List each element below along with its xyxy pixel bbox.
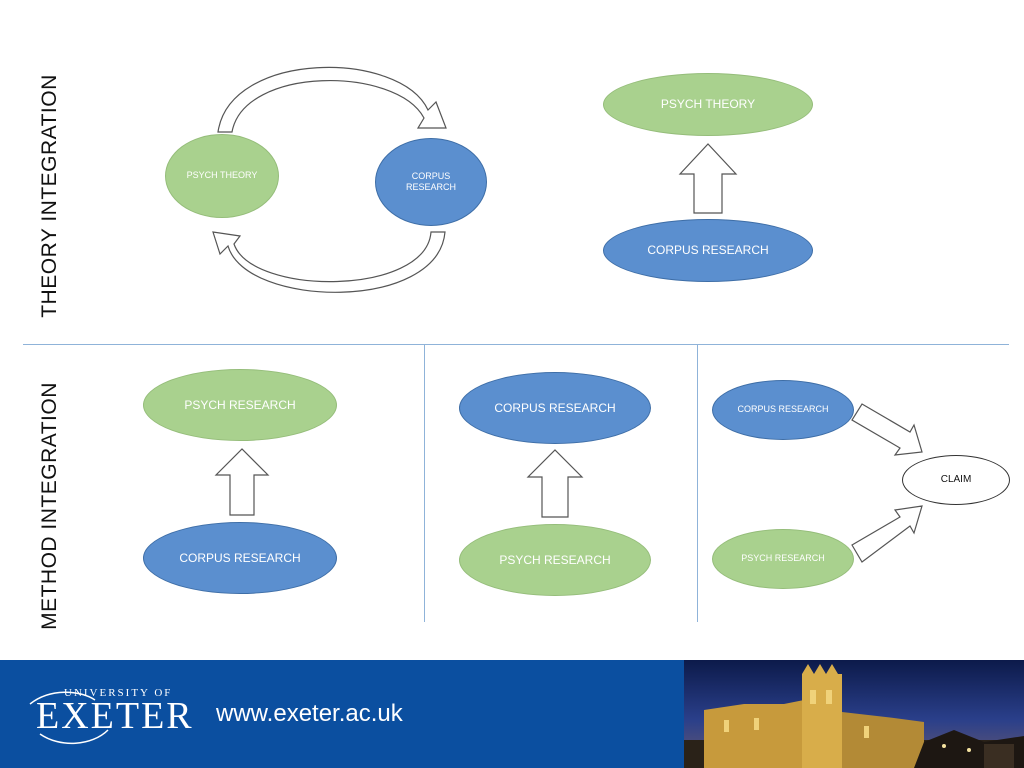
- method2-psych-research-node: PSYCH RESEARCH: [459, 524, 651, 596]
- claim-text: CLAIM: [940, 473, 972, 485]
- upward-corpus-research-text: CORPUS RESEARCH: [647, 243, 769, 257]
- upward-corpus-research-node: CORPUS RESEARCH: [603, 219, 813, 282]
- theory-up-arrow: [678, 143, 738, 214]
- method2-psych-research-text: PSYCH RESEARCH: [499, 552, 611, 567]
- cycle-corpus-research-node: CORPUS RESEARCH: [375, 138, 487, 226]
- method1-psych-research-text: PSYCH RESEARCH: [184, 397, 296, 412]
- cycle-corpus-text-line2: RESEARCH: [405, 182, 456, 192]
- logo-exeter: EXETER: [36, 695, 194, 737]
- website-link[interactable]: www.exeter.ac.uk: [216, 700, 403, 727]
- method3-psych-research-node: PSYCH RESEARCH: [712, 529, 854, 589]
- method3-corpus-research-node: CORPUS RESEARCH: [712, 380, 854, 440]
- cycle-arrow-top: [217, 66, 447, 133]
- corpus-to-claim-arrow: [851, 403, 923, 456]
- cycle-psych-theory-node: PSYCH THEORY: [165, 134, 279, 218]
- upward-psych-theory-text: PSYCH THEORY: [660, 97, 756, 111]
- psych-to-claim-arrow: [851, 505, 923, 563]
- method2-corpus-research-node: CORPUS RESEARCH: [459, 372, 651, 444]
- horizontal-divider: [23, 344, 1009, 345]
- cycle-psych-theory-text: PSYCH THEORY: [186, 170, 258, 181]
- method1-corpus-research-text: CORPUS RESEARCH: [179, 550, 301, 565]
- cycle-arrow-bottom: [212, 231, 446, 293]
- vertical-divider-left: [424, 344, 425, 622]
- vertical-divider-right: [697, 344, 698, 622]
- method2-up-arrow: [526, 449, 584, 518]
- method2-corpus-research-text: CORPUS RESEARCH: [494, 400, 616, 415]
- cycle-corpus-text-line1: CORPUS: [411, 170, 451, 181]
- method1-corpus-research-node: CORPUS RESEARCH: [143, 522, 337, 594]
- cathedral-photo: [684, 660, 1024, 768]
- claim-node: CLAIM: [902, 455, 1010, 505]
- logo-university-of: UNIVERSITY OF: [64, 687, 173, 699]
- upward-psych-theory-node: PSYCH THEORY: [603, 73, 813, 136]
- method1-up-arrow: [214, 448, 270, 516]
- diagram-arrows: [212, 66, 923, 563]
- method3-corpus-research-text: CORPUS RESEARCH: [737, 404, 829, 415]
- method3-psych-research-text: PSYCH RESEARCH: [741, 553, 825, 564]
- method1-psych-research-node: PSYCH RESEARCH: [143, 369, 337, 441]
